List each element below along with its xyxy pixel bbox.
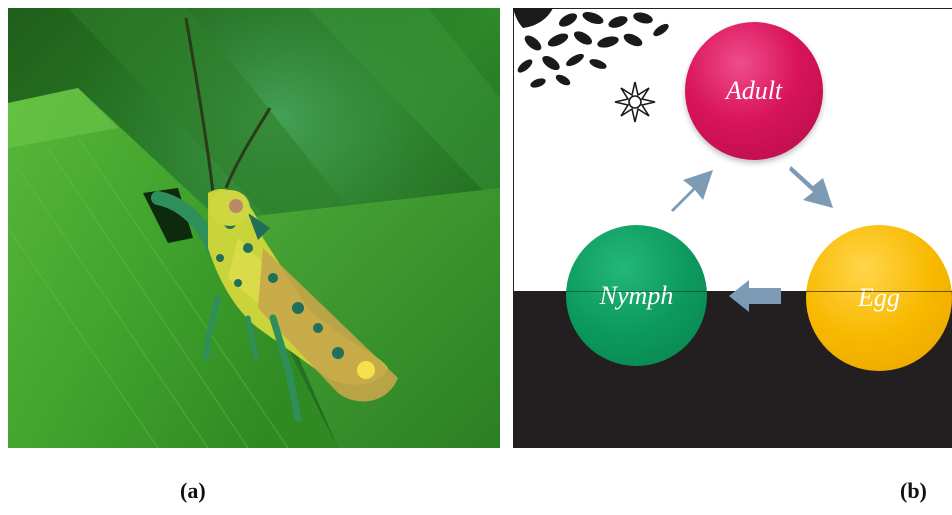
stage-egg: Egg <box>806 225 952 371</box>
stage-nymph-label: Nymph <box>600 281 674 311</box>
grasshopper-image <box>8 8 500 448</box>
sun-icon <box>613 80 657 124</box>
arrow-icon <box>725 276 785 316</box>
stage-nymph: Nymph <box>566 225 707 366</box>
arrow-icon <box>663 158 723 218</box>
stage-adult: Adult <box>685 22 823 160</box>
grasshopper-photo <box>8 8 500 448</box>
stage-egg-label: Egg <box>858 283 900 313</box>
arrow-icon <box>783 156 843 216</box>
caption-a: (a) <box>180 478 206 504</box>
caption-b: (b) <box>900 478 927 504</box>
life-cycle-diagram: Adult Nymph Egg <box>513 8 952 448</box>
stage-adult-label: Adult <box>726 76 782 106</box>
